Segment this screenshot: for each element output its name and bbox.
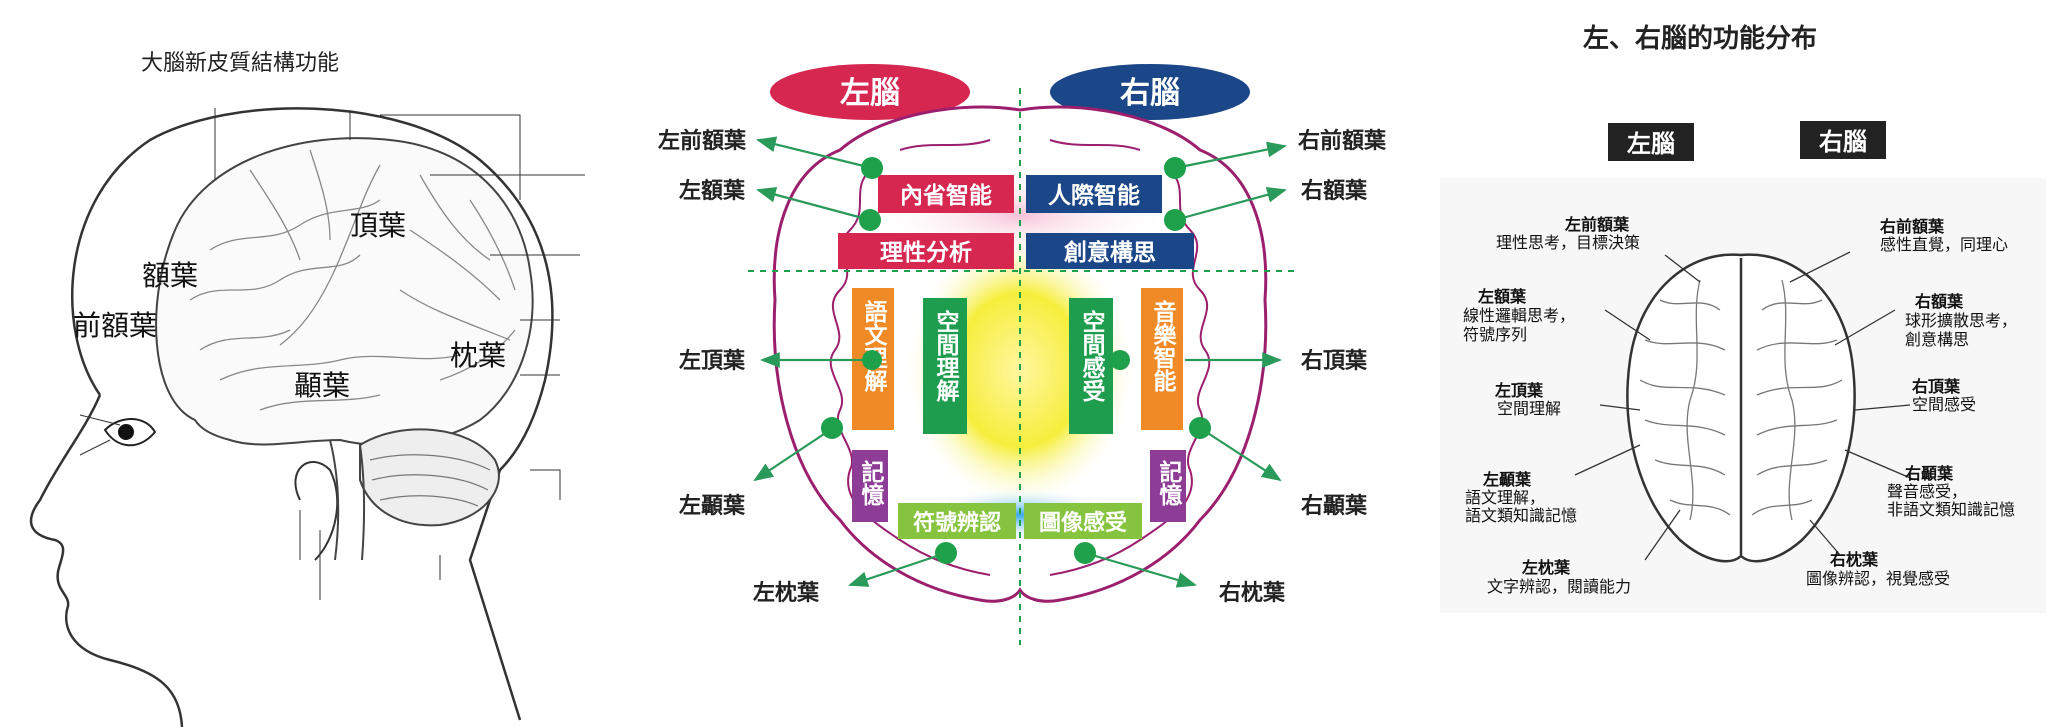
ann-l-parietal-d: 空間理解 — [1497, 399, 1561, 418]
lobe-occipital: 枕葉 — [450, 339, 506, 372]
left-brain-badge — [770, 64, 970, 120]
box-symbol-recognition — [898, 503, 1016, 539]
dots — [821, 157, 1211, 564]
box-creative-thinking-label: 創意構思 — [1064, 239, 1156, 266]
top-view-brain — [1626, 253, 1856, 563]
box-image-feeling-label: 圖像感受 — [1039, 510, 1127, 536]
ann-r-parietal-h: 右頂葉 — [1912, 377, 1961, 396]
box-intrapersonal — [878, 175, 1014, 213]
label-left-parietal: 左頂葉 — [679, 348, 746, 374]
right-brain-label: 右腦 — [1120, 76, 1180, 111]
box-language-understanding-label: 語文理解 — [860, 299, 888, 393]
right-panel-title: 左、右腦的功能分布 — [1583, 23, 1817, 54]
box-memory-right-label: 記憶 — [1155, 459, 1183, 506]
ann-r-frontal-d2: 創意構思 — [1905, 330, 1969, 349]
ann-r-frontal-d1: 球形擴散思考， — [1905, 311, 2017, 330]
box-symbol-recognition-label: 符號辨認 — [913, 510, 1001, 536]
eye-icon — [103, 418, 157, 447]
left-brain-tag — [1608, 123, 1694, 161]
lobe-temporal: 顳葉 — [294, 369, 350, 402]
ann-l-parietal-h: 左頂葉 — [1494, 381, 1544, 400]
box-music-intelligence — [1141, 288, 1183, 430]
cerebrum-outline — [155, 137, 534, 446]
box-memory-left — [852, 450, 888, 522]
box-spatial-feeling — [1069, 298, 1113, 434]
label-right-occipital: 右枕葉 — [1219, 581, 1286, 606]
box-spatial-understanding-label: 空間理解 — [932, 309, 960, 403]
label-right-temporal: 右顳葉 — [1301, 494, 1368, 519]
right-brain-tag — [1800, 121, 1886, 159]
box-interpersonal — [1026, 175, 1162, 213]
ann-r-occipital-h: 右枕葉 — [1830, 550, 1879, 569]
arrows — [753, 136, 1287, 588]
label-right-prefrontal: 右前額葉 — [1298, 128, 1387, 154]
ann-l-prefrontal-d: 理性思考，目標決策 — [1496, 233, 1640, 252]
ann-r-parietal-d: 空間感受 — [1912, 395, 1976, 414]
left-brain-label: 左腦 — [840, 76, 900, 111]
ann-l-occipital-h: 左枕葉 — [1521, 558, 1571, 577]
box-memory-right — [1150, 450, 1186, 522]
ann-r-temporal-d1: 聲音感受， — [1887, 482, 1967, 501]
lobe-prefrontal: 前額葉 — [73, 309, 157, 342]
lobe-parietal: 頂葉 — [350, 209, 406, 242]
label-left-prefrontal: 左前額葉 — [658, 128, 747, 154]
left-brain-tag-label: 左腦 — [1627, 130, 1675, 158]
box-music-intelligence-label: 音樂智能 — [1149, 299, 1177, 393]
box-rational-analysis — [838, 233, 1014, 269]
ann-l-frontal-h: 左額葉 — [1477, 287, 1527, 306]
left-panel-title: 大腦新皮質結構功能 — [141, 51, 339, 76]
box-spatial-feeling-label: 空間感受 — [1078, 309, 1106, 402]
ann-r-prefrontal-h: 右前額葉 — [1880, 217, 1945, 236]
right-brain-badge — [1050, 64, 1250, 120]
box-intrapersonal-label: 內省智能 — [900, 182, 992, 209]
ann-r-frontal-h: 右額葉 — [1915, 292, 1964, 311]
lobe-frontal: 額葉 — [142, 259, 198, 292]
brainstem — [329, 439, 366, 561]
middle-panel: 左腦 右腦 內省智能 人際智能 理性分析 創意構思 語文理解 空 — [658, 64, 1387, 645]
label-left-occipital: 左枕葉 — [753, 580, 820, 606]
ann-r-occipital-d: 圖像辨認，視覺感受 — [1806, 569, 1950, 588]
box-creative-thinking — [1026, 233, 1194, 269]
box-interpersonal-label: 人際智能 — [1048, 182, 1140, 209]
label-right-frontal: 右額葉 — [1301, 178, 1368, 204]
gyri-lines — [189, 149, 516, 411]
ann-l-frontal-d1: 線性邏輯思考， — [1463, 306, 1575, 325]
ann-l-temporal-d1: 語文理解， — [1465, 488, 1545, 507]
label-left-temporal: 左顳葉 — [679, 493, 746, 519]
ann-l-occipital-d: 文字辨認，閱讀能力 — [1487, 577, 1631, 596]
ann-r-prefrontal-d: 感性直覺，同理心 — [1880, 235, 2008, 254]
face-profile — [29, 394, 184, 727]
right-brain-tag-label: 右腦 — [1819, 128, 1867, 156]
ann-r-temporal-d2: 非語文類知識記憶 — [1887, 500, 2015, 519]
leader-lines — [79, 108, 585, 600]
ear — [294, 460, 339, 561]
cerebellum — [359, 428, 500, 527]
label-left-frontal: 左額葉 — [679, 178, 746, 204]
ann-l-frontal-d2: 符號序列 — [1463, 325, 1527, 344]
label-right-parietal: 右頂葉 — [1301, 349, 1368, 374]
ann-l-temporal-h: 左顳葉 — [1482, 470, 1532, 489]
right-leader-lines — [1574, 251, 1916, 561]
box-spatial-understanding — [923, 298, 967, 434]
ann-l-temporal-d2: 語文類知識記憶 — [1465, 506, 1577, 525]
right-panel: 左、右腦的功能分布 左腦 右腦 — [1440, 23, 2046, 613]
ann-r-temporal-h: 右顳葉 — [1905, 464, 1954, 483]
ann-l-prefrontal-h: 左前額葉 — [1564, 215, 1630, 234]
box-memory-left-label: 記憶 — [857, 459, 885, 506]
head-profile — [70, 107, 554, 721]
box-image-feeling — [1024, 503, 1142, 539]
box-rational-analysis-label: 理性分析 — [880, 240, 972, 266]
left-panel: 大腦新皮質結構功能 — [29, 51, 585, 727]
